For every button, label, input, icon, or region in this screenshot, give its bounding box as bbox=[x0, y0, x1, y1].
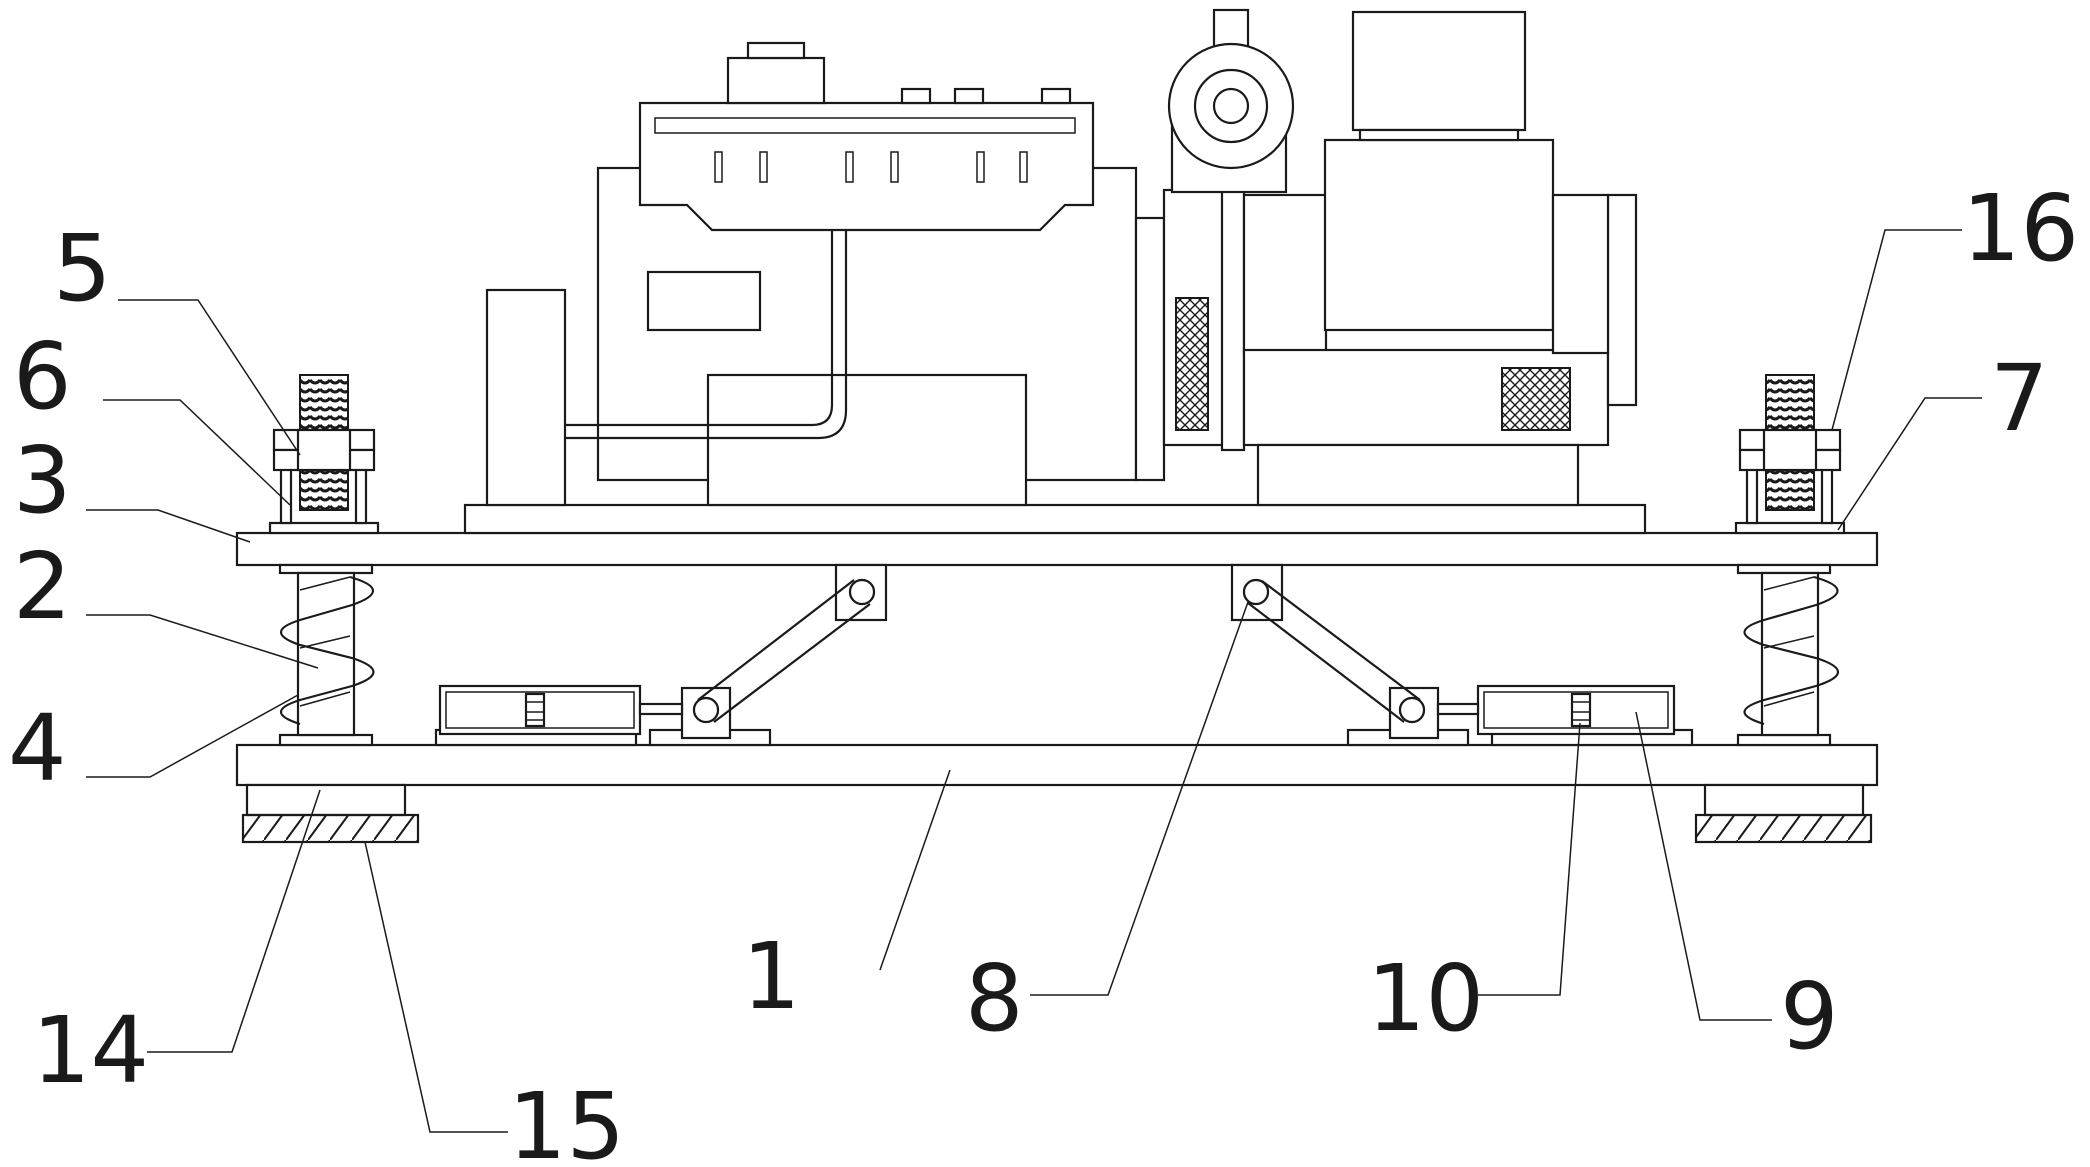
bolt-assembly-right bbox=[1734, 374, 1846, 535]
base-plate bbox=[235, 743, 1879, 787]
label-10: 10 bbox=[1367, 945, 1484, 1052]
label-5: 5 bbox=[53, 215, 112, 322]
spring-column-left bbox=[278, 563, 375, 747]
label-15: 15 bbox=[508, 1073, 625, 1167]
label-16: 16 bbox=[1962, 175, 2079, 282]
link-mechanism bbox=[648, 563, 1470, 747]
mounting-plate bbox=[235, 531, 1879, 567]
foot-left bbox=[241, 783, 420, 844]
bolt-assembly-left bbox=[268, 374, 380, 535]
generator-set bbox=[463, 8, 1647, 535]
label-6: 6 bbox=[13, 323, 72, 430]
callout-labels: 5 6 3 2 4 16 7 1 8 10 9 14 15 bbox=[8, 175, 2079, 1167]
label-9: 9 bbox=[1780, 963, 1839, 1070]
label-14: 14 bbox=[32, 997, 149, 1104]
cylinder-left bbox=[434, 684, 684, 747]
label-3: 3 bbox=[13, 427, 72, 534]
label-1: 1 bbox=[742, 923, 801, 1030]
label-8: 8 bbox=[965, 945, 1024, 1052]
leader-lines bbox=[86, 229, 1982, 1133]
label-2: 2 bbox=[13, 533, 72, 640]
spring-column-right bbox=[1736, 563, 1839, 747]
label-7: 7 bbox=[1990, 345, 2049, 452]
label-4: 4 bbox=[8, 695, 67, 802]
cylinder-right bbox=[1436, 684, 1694, 747]
foot-right bbox=[1694, 783, 1873, 844]
